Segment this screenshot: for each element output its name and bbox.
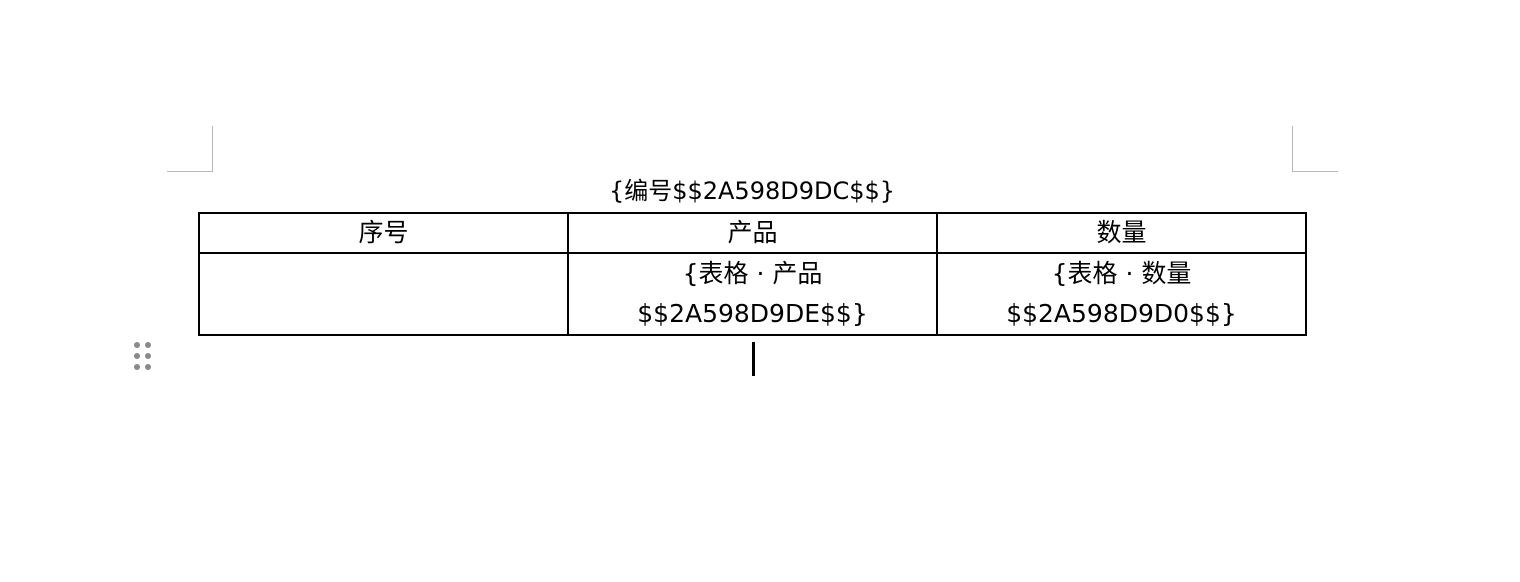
drag-handle-dot [134, 353, 140, 359]
cell-line: $$2A598D9DE$$} [637, 299, 868, 328]
drag-handle-icon[interactable] [132, 342, 154, 374]
table-header-cell-index[interactable]: 序号 [198, 212, 569, 254]
table-header-cell-product[interactable]: 产品 [567, 212, 938, 254]
table-row: {表格 · 产品 $$2A598D9DE$$} {表格 · 数量 $$2A598… [198, 252, 1307, 336]
drag-handle-dot [145, 364, 151, 370]
page-corner-mark-top-right [1292, 126, 1338, 172]
table-cell-index[interactable] [198, 252, 569, 336]
table-cell-product[interactable]: {表格 · 产品 $$2A598D9DE$$} [567, 252, 938, 336]
table-cell-quantity[interactable]: {表格 · 数量 $$2A598D9D0$$} [936, 252, 1307, 336]
drag-handle-dot [134, 364, 140, 370]
document-table[interactable]: 序号 产品 数量 {表格 · 产品 $$2A598D9DE$$} {表格 · 数… [198, 212, 1307, 336]
page-corner-mark-top-left [167, 126, 213, 172]
drag-handle-dot [145, 353, 151, 359]
document-title-paragraph[interactable]: {编号$$2A598D9DC$$} [608, 177, 896, 205]
drag-handle-dot [134, 342, 140, 348]
cell-line: {表格 · 产品 [682, 259, 823, 288]
text-cursor [752, 342, 755, 376]
cell-line: {表格 · 数量 [1051, 259, 1192, 288]
drag-handle-dot [145, 342, 151, 348]
table-header-row: 序号 产品 数量 [198, 212, 1307, 254]
cell-line: $$2A598D9D0$$} [1006, 299, 1237, 328]
table-header-cell-quantity[interactable]: 数量 [936, 212, 1307, 254]
